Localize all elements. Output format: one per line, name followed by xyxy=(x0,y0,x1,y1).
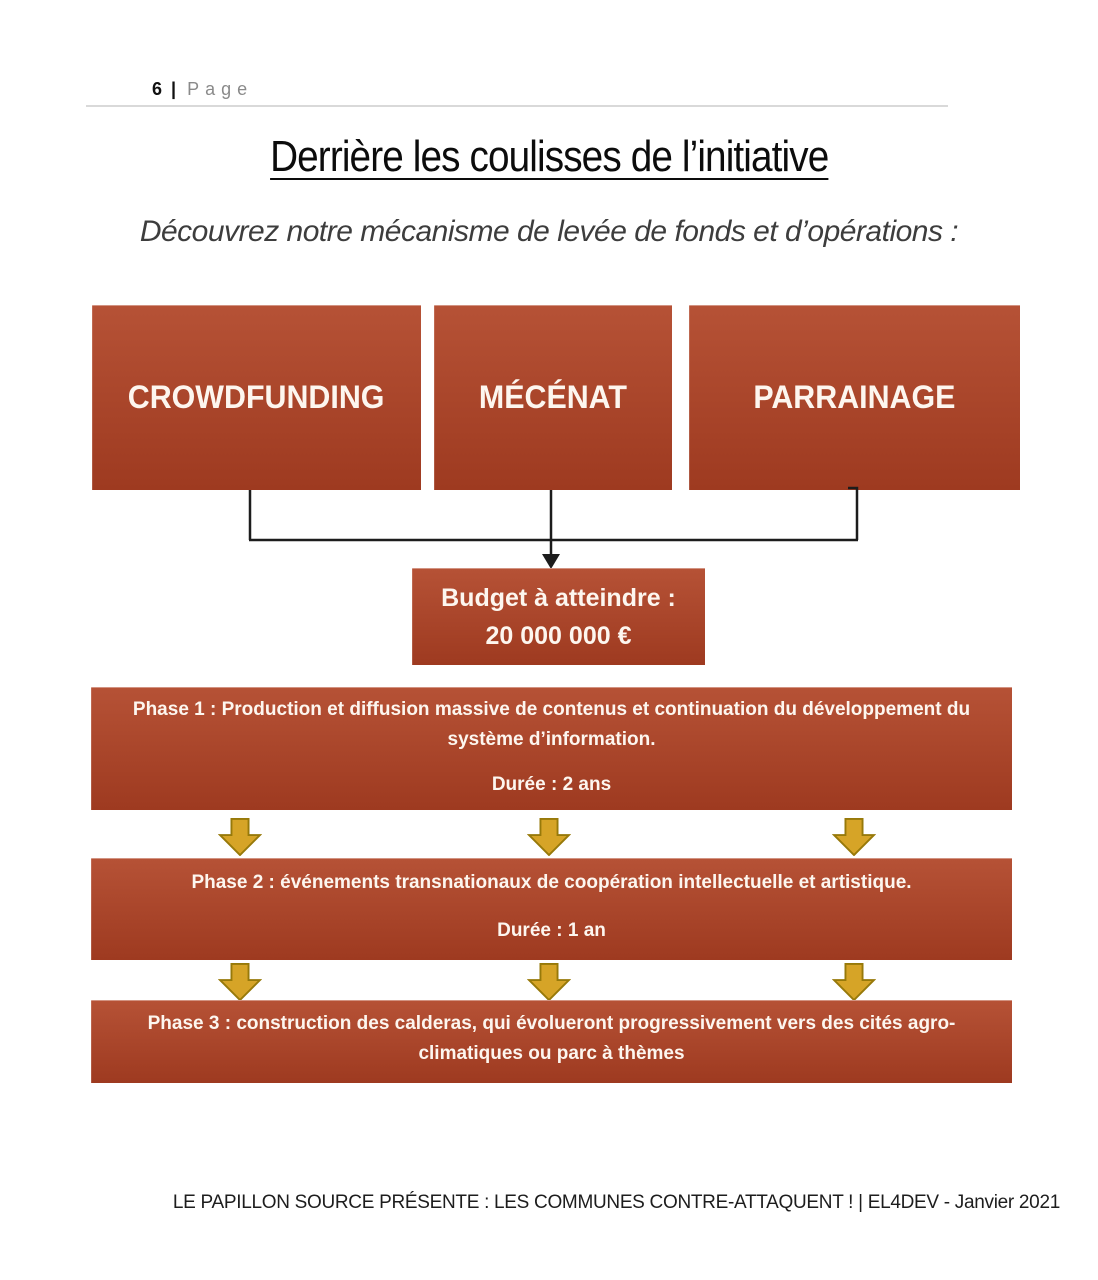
funding-box-mecenat: MÉCÉNAT xyxy=(434,305,672,490)
down-arrow-icon xyxy=(527,818,571,856)
header-rule xyxy=(86,105,948,107)
down-arrow-icon xyxy=(218,818,262,856)
down-arrow-icon xyxy=(832,818,876,856)
budget-box: Budget à atteindre : 20 000 000 € xyxy=(412,568,705,665)
funding-label: PARRAINAGE xyxy=(753,379,956,415)
funding-box-parrainage: PARRAINAGE xyxy=(689,305,1020,490)
phase-3-box: Phase 3 : construction des calderas, qui… xyxy=(91,1000,1012,1083)
subtitle: Découvrez notre mécanisme de levée de fo… xyxy=(139,215,959,248)
phase-1-duration: Durée : 2 ans xyxy=(491,774,612,795)
phase-2-duration: Durée : 1 an xyxy=(497,920,606,941)
phase-2-text: Phase 2 : événements transnationaux de c… xyxy=(191,872,912,893)
budget-amount: 20 000 000 € xyxy=(485,621,632,650)
down-arrow-icon xyxy=(218,963,262,1001)
page-title-text: Derrière les coulisses de l’initiative xyxy=(269,132,829,181)
page-title: Derrière les coulisses de l’initiative xyxy=(0,132,1098,182)
budget-label: Budget à atteindre : xyxy=(441,583,676,612)
page-footer: LE PAPILLON SOURCE PRÉSENTE : LES COMMUN… xyxy=(172,1192,1060,1213)
arrowhead-icon xyxy=(542,554,560,569)
down-arrow-icon xyxy=(527,963,571,1001)
phase-2-box: Phase 2 : événements transnationaux de c… xyxy=(91,858,1012,960)
page-header: 6 | Page xyxy=(152,78,253,100)
page-word: Page xyxy=(187,79,254,99)
page-number-separator: | xyxy=(171,79,177,99)
phase-1-box: Phase 1 : Production et diffusion massiv… xyxy=(91,687,1012,810)
connector-lines xyxy=(248,486,859,569)
phase-3-text: Phase 3 : construction des calderas, qui… xyxy=(147,1013,956,1064)
down-arrow-icon xyxy=(832,963,876,1001)
funding-label: MÉCÉNAT xyxy=(478,379,628,415)
phase-1-text: Phase 1 : Production et diffusion massiv… xyxy=(132,699,971,750)
page-number: 6 xyxy=(152,79,163,99)
funding-label: CROWDFUNDING xyxy=(128,379,385,415)
funding-box-crowdfunding: CROWDFUNDING xyxy=(92,305,421,490)
